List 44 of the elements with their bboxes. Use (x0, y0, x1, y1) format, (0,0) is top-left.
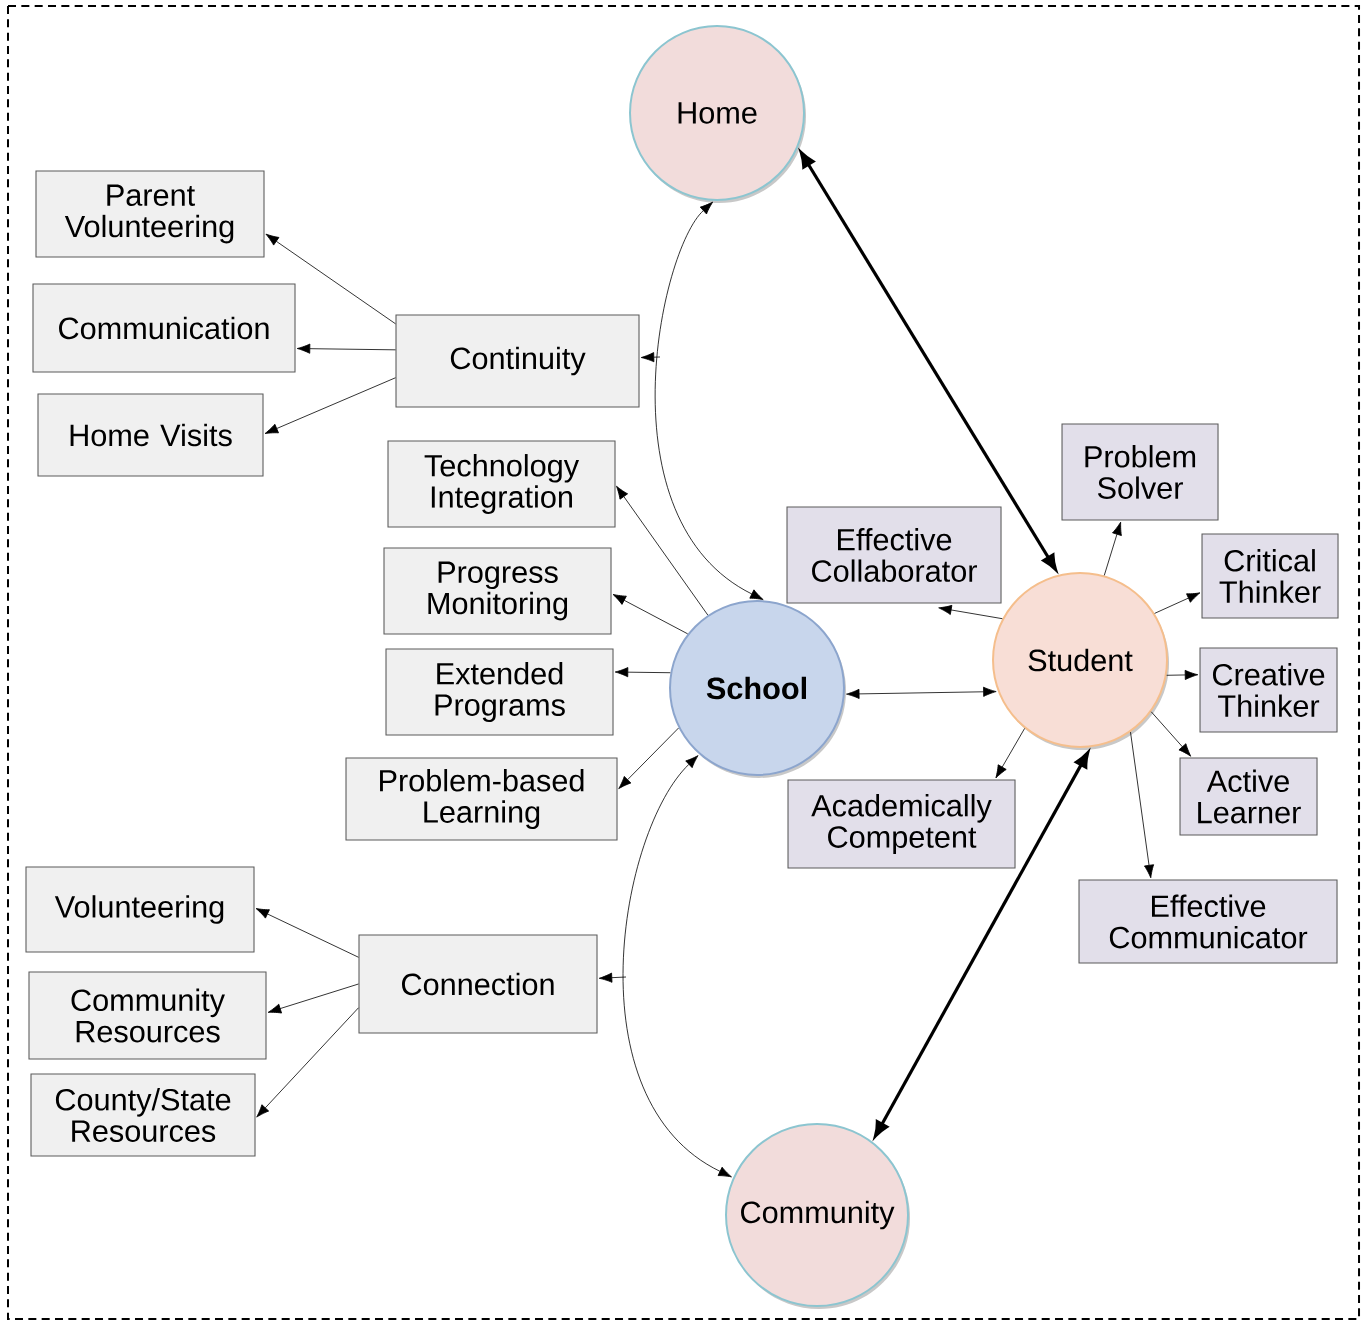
arrow (1103, 521, 1122, 576)
arrow (640, 352, 661, 363)
arrow (618, 727, 679, 790)
arrow (1150, 711, 1192, 757)
text-box: Creative Thinker (1199, 647, 1338, 733)
arrow (598, 972, 627, 983)
text-box: Continuity (395, 314, 640, 408)
arrow (1166, 669, 1199, 680)
circle-node: Student (992, 572, 1169, 750)
text-box: Critical Thinker (1201, 533, 1339, 619)
text-box: Parent Volunteering (35, 170, 265, 258)
arrow (654, 201, 764, 600)
text-box: Problem-based Learning (345, 757, 618, 841)
text-box: Volunteering (25, 866, 255, 953)
arrow (264, 377, 396, 434)
text-box: Academically Competent (787, 779, 1016, 869)
text-box: Active Learner (1179, 757, 1318, 836)
circle-node: Community (725, 1123, 910, 1309)
circle-node: Home (629, 25, 806, 203)
arrow (846, 686, 997, 699)
circle-node: School (669, 600, 846, 778)
arrow (938, 604, 1003, 620)
arrow (995, 728, 1026, 779)
text-box: Extended Programs (385, 648, 614, 736)
arrow (612, 594, 689, 635)
arrow (296, 343, 396, 354)
text-box: Connection (358, 934, 598, 1034)
text-box: Communication (32, 283, 296, 373)
text-box: Technology Integration (387, 440, 616, 528)
arrow (1154, 592, 1201, 614)
arrow (614, 667, 671, 678)
arrow (267, 983, 359, 1014)
text-box: Effective Communicator (1078, 879, 1338, 964)
arrow (256, 1007, 359, 1118)
text-box: Progress Monitoring (383, 547, 612, 635)
arrow (622, 755, 732, 1178)
arrow (265, 233, 396, 325)
text-box: Problem Solver (1061, 423, 1219, 521)
arrow (255, 908, 359, 958)
text-box: Home Visits (37, 393, 264, 477)
arrow (1130, 731, 1155, 879)
arrow (616, 485, 709, 616)
text-box: County/State Resources (30, 1073, 256, 1157)
text-box: Community Resources (28, 971, 267, 1060)
